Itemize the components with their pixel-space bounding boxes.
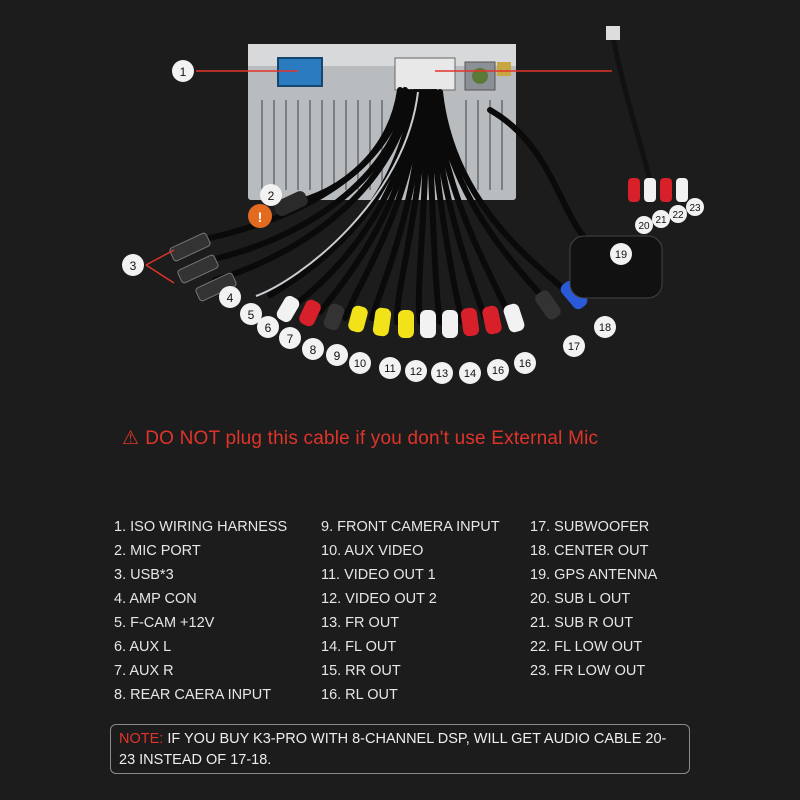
- legend-item: 21. SUB R OUT: [530, 615, 634, 631]
- callout-23: 23: [686, 198, 704, 216]
- usb-plugs: [169, 232, 237, 302]
- callout-12: 12: [405, 360, 427, 382]
- svg-text:2: 2: [268, 189, 275, 203]
- callout-badges: 1 2 3 4 5 6 7 8 9 10 11 12 13 14 16 16 1…: [122, 60, 704, 384]
- callout-18: 18: [594, 316, 616, 338]
- svg-text:21: 21: [655, 215, 667, 226]
- legend-column-1: 1. ISO WIRING HARNESS 2. MIC PORT 3. USB…: [114, 515, 287, 707]
- legend-item: 6. AUX L: [114, 639, 172, 655]
- callout-16b: 16: [514, 352, 536, 374]
- svg-text:9: 9: [334, 349, 341, 363]
- svg-text:16: 16: [519, 358, 531, 370]
- callout-11: 11: [379, 357, 401, 379]
- legend-item: 22. FL LOW OUT: [530, 639, 643, 655]
- legend-item: 20. SUB L OUT: [530, 591, 631, 607]
- dsp-audio-cable: [606, 26, 688, 202]
- legend-item: 3. USB*3: [114, 567, 174, 583]
- legend-item: 11. VIDEO OUT 1: [321, 567, 436, 583]
- callout-22: 22: [669, 205, 687, 223]
- mic-warning-icon: !: [248, 204, 272, 228]
- legend-item: 5. F-CAM +12V: [114, 615, 215, 631]
- legend-item: 1. ISO WIRING HARNESS: [114, 519, 288, 535]
- svg-text:11: 11: [384, 363, 395, 375]
- callout-10: 10: [349, 352, 371, 374]
- warning-triangle-icon: ⚠: [122, 428, 140, 449]
- svg-text:3: 3: [130, 259, 137, 273]
- rca-connectors: [276, 280, 588, 338]
- callout-2: 2: [260, 184, 282, 206]
- mic-plug: [274, 191, 308, 217]
- note-label: NOTE:: [119, 731, 164, 747]
- svg-text:1: 1: [180, 65, 187, 79]
- legend-item: 15. RR OUT: [321, 663, 401, 679]
- callout-1: 1: [172, 60, 194, 82]
- callout-9: 9: [326, 344, 348, 366]
- legend-item: 19. GPS ANTENNA: [530, 567, 658, 583]
- legend-item: 16. RL OUT: [321, 687, 398, 703]
- svg-text:23: 23: [689, 203, 701, 214]
- callout-7: 7: [279, 327, 301, 349]
- callout-8: 8: [302, 338, 324, 360]
- svg-text:4: 4: [227, 291, 234, 305]
- svg-text:14: 14: [464, 368, 476, 380]
- legend-item: 18. CENTER OUT: [530, 543, 649, 559]
- callout-17: 17: [563, 335, 585, 357]
- callout-3: 3: [122, 254, 144, 276]
- svg-text:16: 16: [492, 365, 504, 377]
- svg-text:18: 18: [599, 322, 611, 334]
- callout-20: 20: [635, 216, 653, 234]
- wiring-diagram: ! 1 2 3 4 5 6 7 8 9 10 11 12 13 14 16 16…: [122, 26, 704, 384]
- svg-text:12: 12: [410, 366, 422, 378]
- callout-4: 4: [219, 286, 241, 308]
- legend-item: 8. REAR CAERA INPUT: [114, 687, 272, 703]
- legend-item: 10. AUX VIDEO: [321, 543, 424, 559]
- svg-text:8: 8: [310, 343, 317, 357]
- svg-text:10: 10: [354, 358, 366, 370]
- legend-item: 14. FL OUT: [321, 639, 397, 655]
- legend-item: 4. AMP CON: [114, 591, 197, 607]
- svg-text:17: 17: [568, 341, 580, 353]
- callout-14: 14: [459, 362, 481, 384]
- callout-6: 6: [257, 316, 279, 338]
- cable-bundle: [197, 87, 603, 325]
- legend-item: 23. FR LOW OUT: [530, 663, 646, 679]
- callout-16a: 16: [487, 359, 509, 381]
- svg-text:6: 6: [265, 321, 272, 335]
- leader-lines: [145, 70, 612, 284]
- head-unit-back: [248, 44, 516, 200]
- svg-text:7: 7: [287, 332, 294, 346]
- svg-text:22: 22: [672, 210, 684, 221]
- callout-13: 13: [431, 362, 453, 384]
- note-text: IF YOU BUY K3-PRO WITH 8-CHANNEL DSP, WI…: [119, 731, 667, 768]
- legend-item: 13. FR OUT: [321, 615, 400, 631]
- gps-antenna-icon: [569, 235, 663, 299]
- callout-19: 19: [610, 243, 632, 265]
- callout-5: 5: [240, 303, 262, 325]
- dsp-note-box: NOTE: IF YOU BUY K3-PRO WITH 8-CHANNEL D…: [110, 724, 690, 774]
- mic-warning: ⚠DO NOT plug this cable if you don't use…: [122, 427, 598, 450]
- legend-item: 9. FRONT CAMERA INPUT: [321, 519, 500, 535]
- amp-con-wire: [255, 91, 419, 297]
- svg-text:19: 19: [615, 249, 627, 261]
- legend-item: 2. MIC PORT: [114, 543, 201, 559]
- svg-text:5: 5: [248, 308, 255, 322]
- iso-connector-icon: [277, 57, 323, 87]
- legend-column-2: 9. FRONT CAMERA INPUT 10. AUX VIDEO 11. …: [321, 515, 500, 707]
- legend-column-3: 17. SUBWOOFER 18. CENTER OUT 19. GPS ANT…: [530, 515, 657, 683]
- mic-warning-text: DO NOT plug this cable if you don't use …: [145, 428, 599, 449]
- svg-text:20: 20: [638, 221, 650, 232]
- svg-text:13: 13: [436, 368, 448, 380]
- svg-text:!: !: [258, 209, 263, 225]
- callout-21: 21: [652, 210, 670, 228]
- legend-item: 7. AUX R: [114, 663, 174, 679]
- legend-item: 12. VIDEO OUT 2: [321, 591, 437, 607]
- legend-item: 17. SUBWOOFER: [530, 519, 650, 535]
